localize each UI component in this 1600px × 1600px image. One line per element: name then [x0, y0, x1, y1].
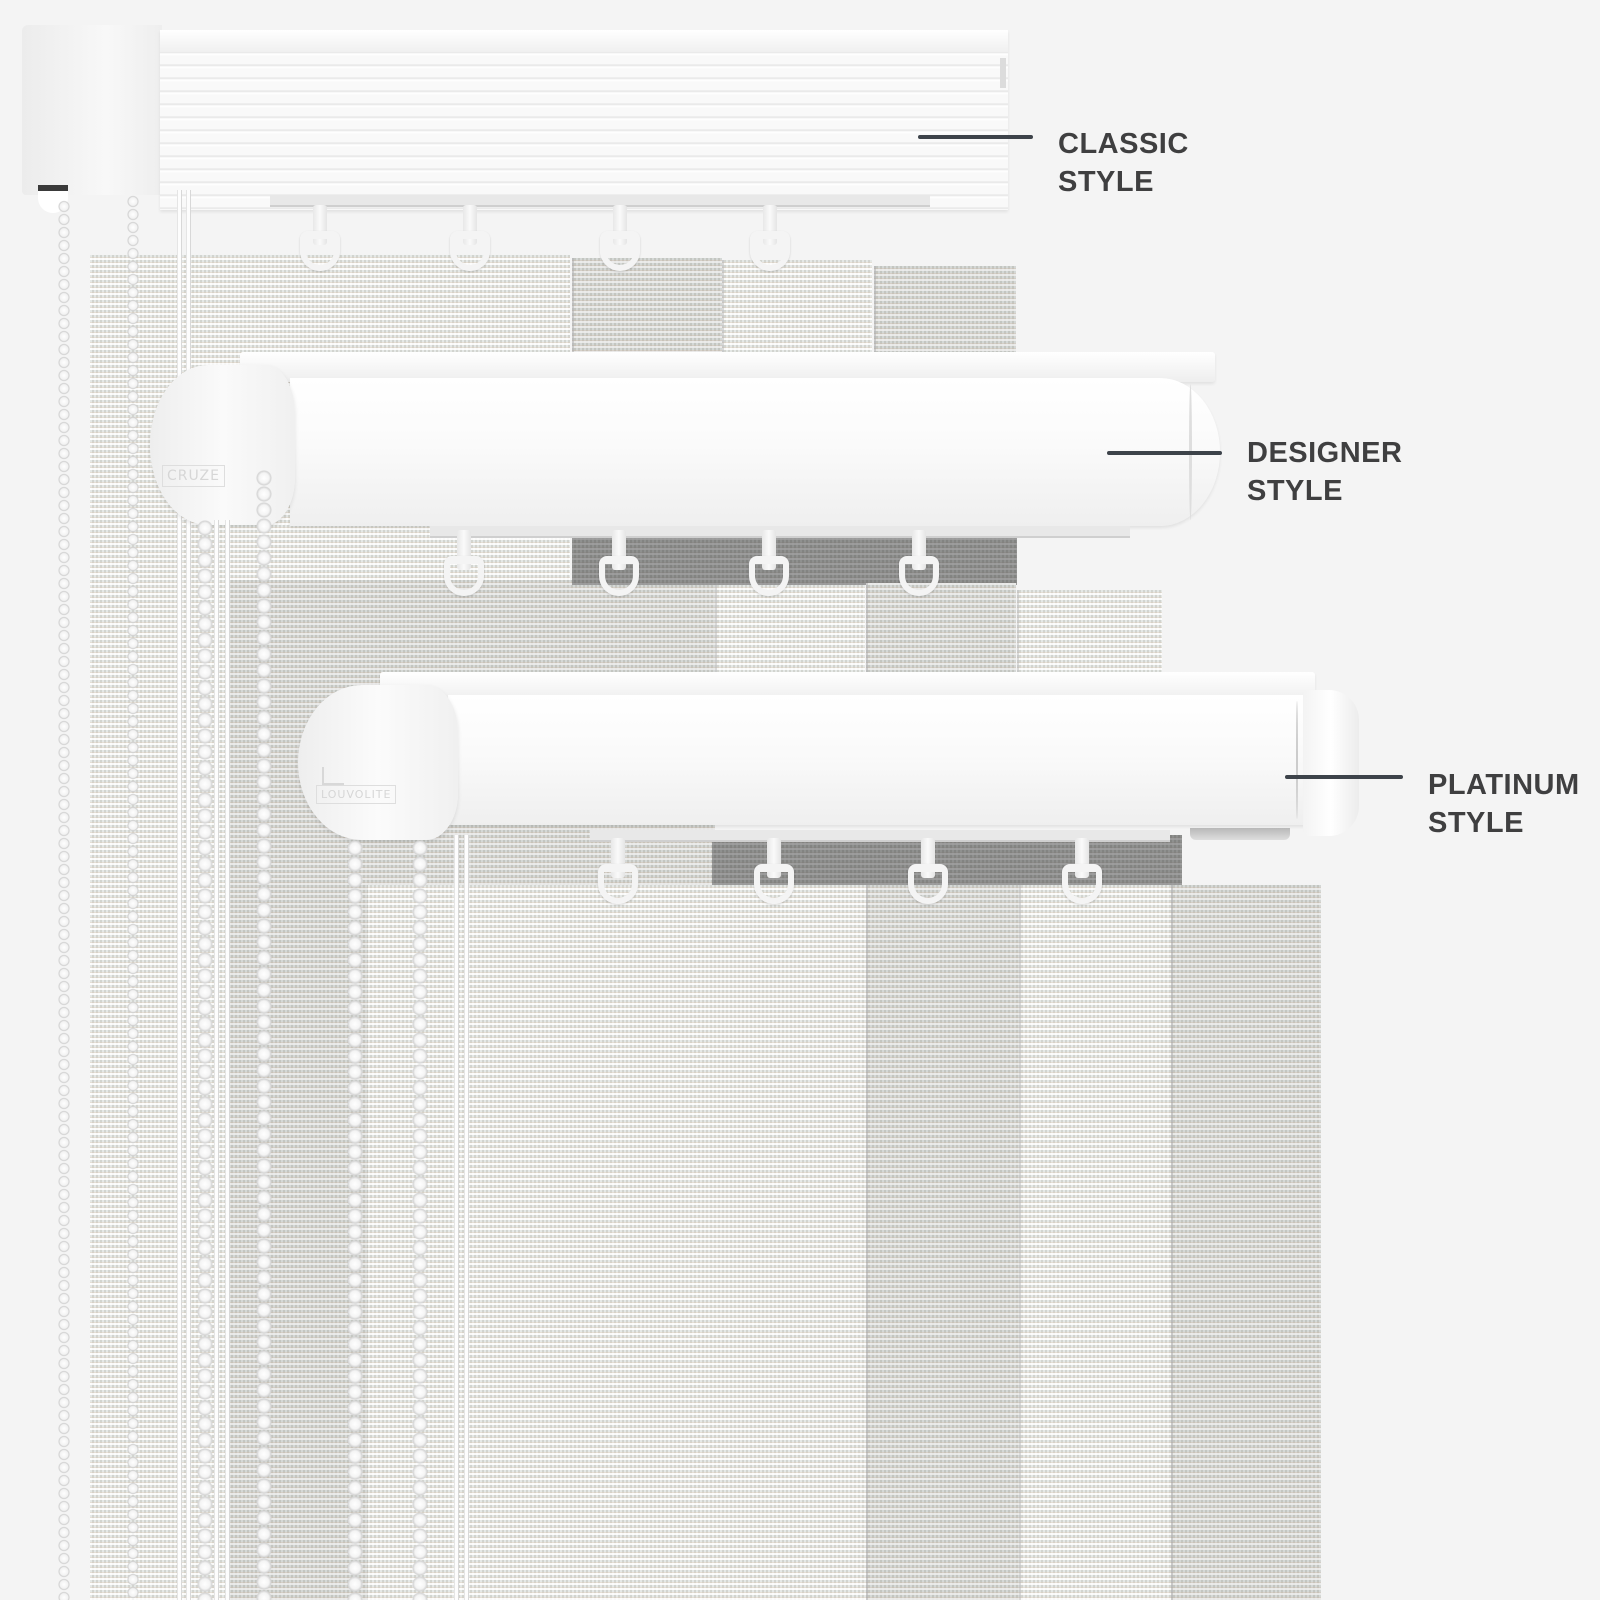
- platinum-label-line1: PLATINUM: [1428, 769, 1580, 801]
- platinum-carrier-track: [590, 830, 1170, 842]
- classic-pull-cord-1[interactable]: [178, 190, 181, 1600]
- classic-callout-line: [918, 135, 1033, 139]
- classic-vane-3: [722, 260, 872, 365]
- platinum-end-seam: [1296, 701, 1298, 819]
- classic-vane-4: [874, 266, 1016, 366]
- designer-style-label: DESIGNER STYLE: [1247, 434, 1402, 510]
- designer-endcap: CRUZE: [150, 365, 295, 525]
- platinum-control-chain-right[interactable]: [412, 840, 428, 1600]
- designer-control-chain-right[interactable]: [256, 470, 272, 1600]
- designer-vane-2: [715, 585, 865, 675]
- classic-label-line2: STYLE: [1058, 166, 1154, 198]
- platinum-vane-hook-1: [594, 838, 642, 908]
- platinum-headrail: [448, 695, 1338, 825]
- designer-vane-hook-3: [745, 530, 793, 600]
- platinum-pull-cord-1[interactable]: [455, 835, 458, 1600]
- classic-vane-2: [572, 258, 722, 363]
- classic-carrier-track: [270, 195, 930, 207]
- platinum-vane-4: [1171, 885, 1321, 1600]
- classic-vane-hook-4: [746, 205, 794, 275]
- designer-vane-4: [1017, 590, 1162, 675]
- designer-pull-cord-1[interactable]: [215, 520, 218, 1600]
- platinum-pull-cord-2[interactable]: [465, 835, 468, 1600]
- classic-headrail: [160, 30, 1008, 210]
- platinum-vane-3: [1019, 885, 1171, 1600]
- platinum-vane-hook-2: [750, 838, 798, 908]
- platinum-endcap: LOUVOLITE: [298, 685, 458, 840]
- platinum-callout-line: [1285, 775, 1403, 779]
- classic-vane-hook-3: [596, 205, 644, 275]
- designer-control-chain-left[interactable]: [197, 520, 213, 1600]
- designer-headrail-top: [240, 352, 1215, 382]
- classic-headrail-end-groove: [1000, 58, 1006, 88]
- designer-carrier-track: [430, 526, 1130, 538]
- designer-brand-mark: CRUZE: [162, 465, 225, 487]
- designer-vane-3: [866, 583, 1016, 675]
- classic-style-label: CLASSIC STYLE: [1058, 125, 1189, 201]
- classic-control-chain-left[interactable]: [58, 200, 70, 1600]
- designer-label-line1: DESIGNER: [1247, 437, 1403, 469]
- platinum-under-channel: [1190, 828, 1290, 840]
- designer-label-line2: STYLE: [1247, 475, 1343, 507]
- designer-pull-cord-2[interactable]: [226, 520, 229, 1600]
- platinum-brand-mark: LOUVOLITE: [316, 785, 397, 804]
- platinum-vane-hook-3: [904, 838, 952, 908]
- platinum-label-line2: STYLE: [1428, 807, 1524, 839]
- platinum-vane-1: [368, 885, 866, 1600]
- platinum-brand-logo-icon: [322, 767, 344, 785]
- designer-callout-line: [1107, 451, 1222, 455]
- classic-endcap: [22, 25, 162, 195]
- designer-headrail: [290, 378, 1220, 526]
- platinum-vane-2: [866, 885, 1019, 1600]
- platinum-control-chain-left[interactable]: [347, 840, 363, 1600]
- classic-vane-hook-1: [296, 205, 344, 275]
- platinum-right-endcap: [1303, 690, 1359, 836]
- platinum-vane-hook-4: [1058, 838, 1106, 908]
- classic-pull-cord-2[interactable]: [187, 190, 190, 1600]
- designer-vane-hook-4: [895, 530, 943, 600]
- classic-label-line1: CLASSIC: [1058, 128, 1189, 160]
- classic-vane-hook-2: [446, 205, 494, 275]
- designer-vane-hook-2: [595, 530, 643, 600]
- classic-headrail-top-lip: [160, 30, 1008, 52]
- classic-control-chain-right[interactable]: [127, 195, 139, 1600]
- platinum-style-label: PLATINUM STYLE: [1428, 766, 1580, 842]
- designer-vane-hook-1: [440, 530, 488, 600]
